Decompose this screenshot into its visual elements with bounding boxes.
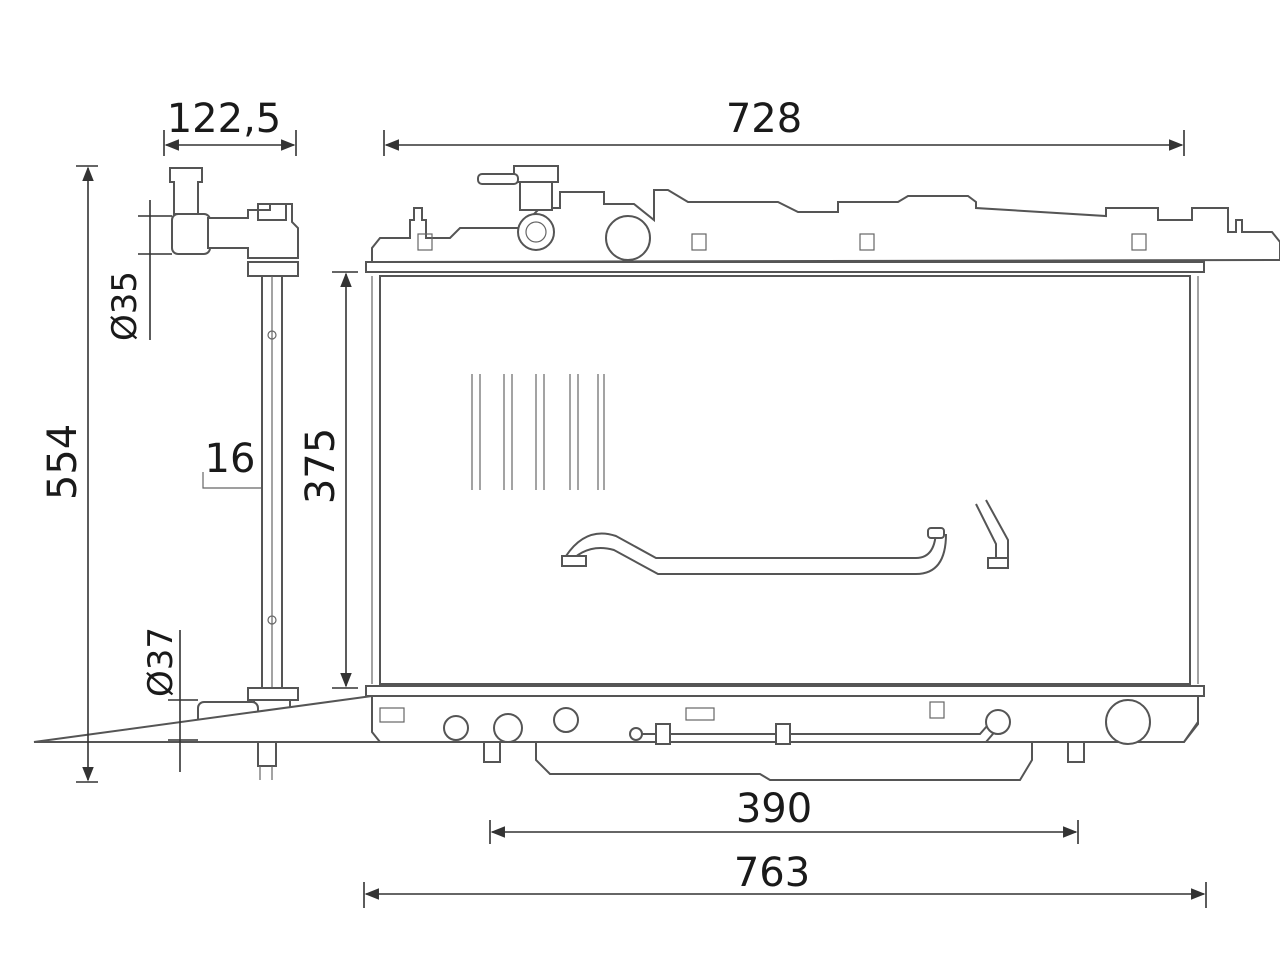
drain-plug — [443, 715, 469, 741]
upper-hose-neck — [171, 213, 211, 255]
filler-cap — [513, 165, 559, 183]
dim-lower-hose: Ø37 — [141, 627, 181, 697]
dim-upper-hose: Ø35 — [105, 271, 145, 341]
dim-core-height: 375 — [298, 428, 344, 504]
dim-total-width: 763 — [734, 850, 810, 896]
dim-lower-pipe-span: 390 — [736, 786, 812, 832]
accessory-pipe-long — [565, 527, 947, 575]
dim-tube-thickness: 16 — [205, 436, 256, 482]
core — [379, 275, 1191, 685]
dim-core-width: 728 — [726, 96, 802, 142]
front-view — [33, 165, 1280, 781]
dimension-lines — [76, 130, 1207, 908]
side-view — [169, 167, 299, 780]
accessory-pipe-short — [975, 499, 1009, 558]
upper-outlet — [605, 215, 651, 261]
lower-tank-bottom — [535, 741, 1033, 781]
lower-outlet — [1105, 699, 1151, 745]
dim-side-width: 122,5 — [167, 96, 282, 142]
upper-tank — [371, 189, 1280, 264]
dim-total-height: 554 — [40, 424, 86, 500]
core-fins — [471, 374, 605, 490]
side-upper-tank — [207, 203, 299, 259]
dimension-labels: 122,5 728 554 Ø35 16 375 Ø37 390 763 — [40, 96, 812, 896]
tube-thickness-leader — [202, 472, 261, 489]
